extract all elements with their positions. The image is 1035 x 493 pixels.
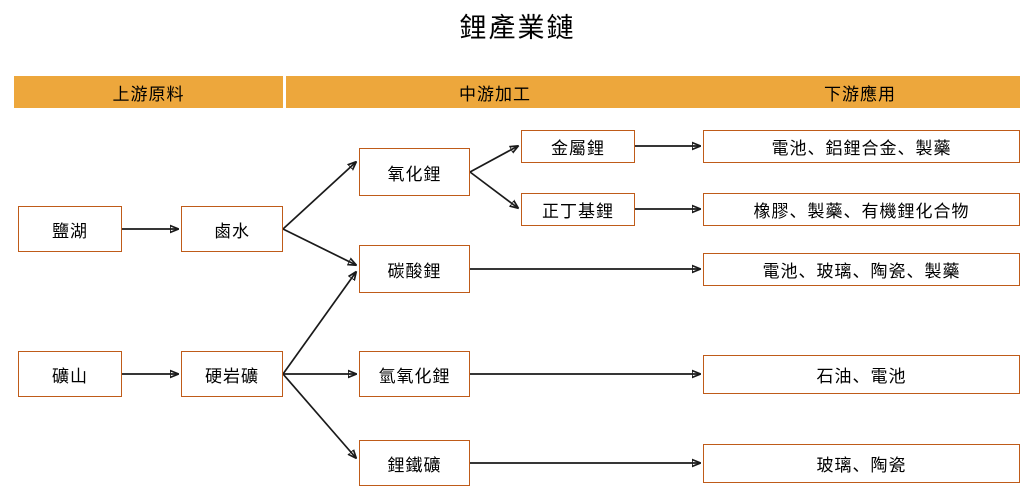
node-apps-glass-ceramic[interactable]: 玻璃、陶瓷 <box>703 444 1020 483</box>
node-mine[interactable]: 礦山 <box>18 351 122 397</box>
band-upstream: 上游原料 <box>14 76 283 108</box>
node-hard-rock-ore[interactable]: 硬岩礦 <box>181 351 283 397</box>
edge-hardrock-licarbonate <box>282 272 356 375</box>
edge-lioxide-limetal <box>469 146 518 173</box>
node-lithium-carbonate[interactable]: 碳酸鋰 <box>359 245 470 293</box>
node-salt-lake[interactable]: 鹽湖 <box>18 206 122 252</box>
node-brine[interactable]: 鹵水 <box>181 206 283 252</box>
node-lithium-oxide[interactable]: 氧化鋰 <box>359 148 470 196</box>
node-lithium-hydroxide[interactable]: 氫氧化鋰 <box>359 351 470 397</box>
page-title: 鋰產業鏈 <box>459 13 576 44</box>
node-lithium-metal[interactable]: 金屬鋰 <box>521 130 635 163</box>
band-midstream: 中游加工 <box>286 76 704 108</box>
node-n-butyllithium[interactable]: 正丁基鋰 <box>521 193 635 226</box>
node-apps-rubber-pharma-organolithium[interactable]: 橡膠、製藥、有機鋰化合物 <box>703 193 1020 226</box>
edge-brine-lioxide <box>282 162 356 230</box>
edge-hardrock-lithiumironore <box>282 373 356 458</box>
node-apps-battery-alloy-pharma[interactable]: 電池、鋁鋰合金、製藥 <box>703 130 1020 163</box>
node-apps-battery-glass-ceramic-pharma[interactable]: 電池、玻璃、陶瓷、製藥 <box>703 253 1020 286</box>
band-downstream: 下游應用 <box>700 76 1020 108</box>
node-apps-petroleum-battery[interactable]: 石油、電池 <box>703 355 1020 394</box>
edge-brine-licarbonate <box>282 228 356 265</box>
node-lithium-iron-ore[interactable]: 鋰鐵礦 <box>359 440 470 486</box>
edge-lioxide-nbutyllithium <box>469 171 518 208</box>
